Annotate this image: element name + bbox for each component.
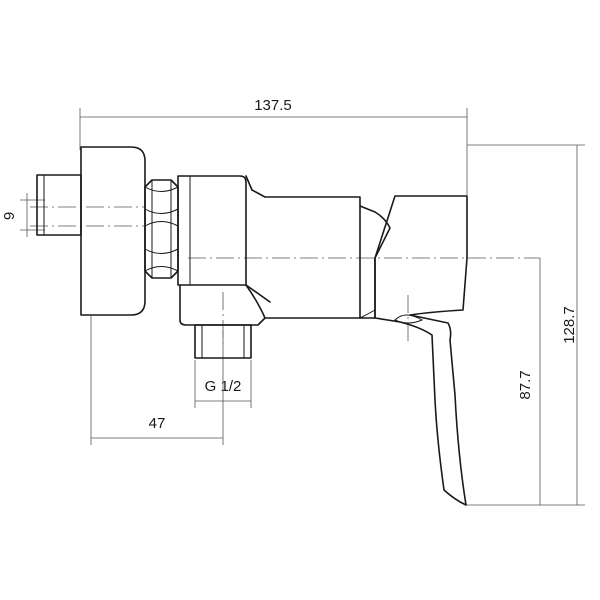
- wall-flange: [80, 146, 146, 316]
- outlet-thread: [194, 324, 252, 359]
- thread-height-label: 9: [1, 212, 18, 220]
- dimension-thread-height: 9: [1, 193, 45, 237]
- dimension-outlet-offset: 47: [90, 315, 224, 445]
- dimension-outlet-height: 87.7: [517, 258, 541, 505]
- overall-width-label: 137.5: [254, 97, 292, 114]
- outlet-height-label: 87.7: [517, 370, 534, 399]
- connector-collar: [177, 175, 247, 286]
- cartridge-cap: [359, 205, 391, 319]
- overall-height-label: 128.7: [561, 306, 578, 344]
- outlet-offset-label: 47: [149, 415, 166, 432]
- mixer-body: [179, 175, 361, 326]
- dimension-overall-width: 137.5: [79, 97, 468, 195]
- hex-nut: [144, 179, 179, 279]
- lever-handle: [374, 195, 468, 506]
- center-lines: [30, 206, 540, 345]
- dimension-overall-height: 128.7: [465, 144, 585, 506]
